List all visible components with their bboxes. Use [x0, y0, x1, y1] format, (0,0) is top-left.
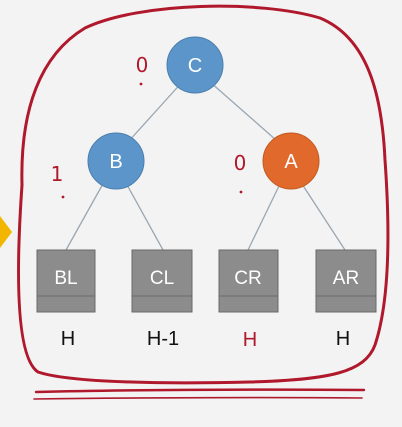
- tree-edges: [65, 79, 346, 251]
- balance-dot-c: [139, 82, 143, 86]
- subtree-cl-label: CL: [150, 268, 174, 289]
- subtree-cr-label: CR: [234, 268, 261, 289]
- edge-c-a: [209, 81, 277, 141]
- edge-c-b: [127, 79, 185, 143]
- hand-drawn-loop: [17, 4, 390, 385]
- node-c-label: C: [188, 55, 202, 77]
- node-b-label: B: [109, 151, 122, 173]
- node-b: [87, 132, 145, 190]
- edge-b-bl: [65, 181, 105, 251]
- node-a: [262, 132, 320, 190]
- subtree-cl-height: H-1: [147, 328, 179, 350]
- edge-a-ar: [301, 183, 346, 251]
- subtree-cr-height: H: [243, 329, 257, 351]
- node-a-label: A: [284, 151, 298, 173]
- subtree-cr: CR: [218, 249, 279, 313]
- balance-factor-c: 0: [136, 53, 149, 77]
- underline-stroke: [34, 388, 366, 394]
- subtree-bl: BL: [36, 249, 96, 313]
- balance-dot-a: [239, 190, 243, 194]
- edge-b-cl: [125, 182, 164, 251]
- edge-a-cr: [247, 185, 280, 251]
- subtree-ar-height: H: [336, 328, 350, 350]
- arrow-icon: [0, 216, 12, 248]
- underline-stroke-2: [33, 396, 363, 400]
- node-c: [166, 36, 224, 94]
- subtree-cl: CL: [131, 249, 193, 313]
- subtree-bl-height: H: [61, 328, 75, 350]
- balance-factor-b: 1: [51, 162, 64, 186]
- subtree-bl-label: BL: [54, 268, 77, 289]
- subtree-ar: AR: [315, 249, 377, 313]
- balance-dot-b: [61, 195, 65, 199]
- balance-factor-a: 0: [234, 151, 247, 175]
- subtree-ar-label: AR: [333, 268, 359, 289]
